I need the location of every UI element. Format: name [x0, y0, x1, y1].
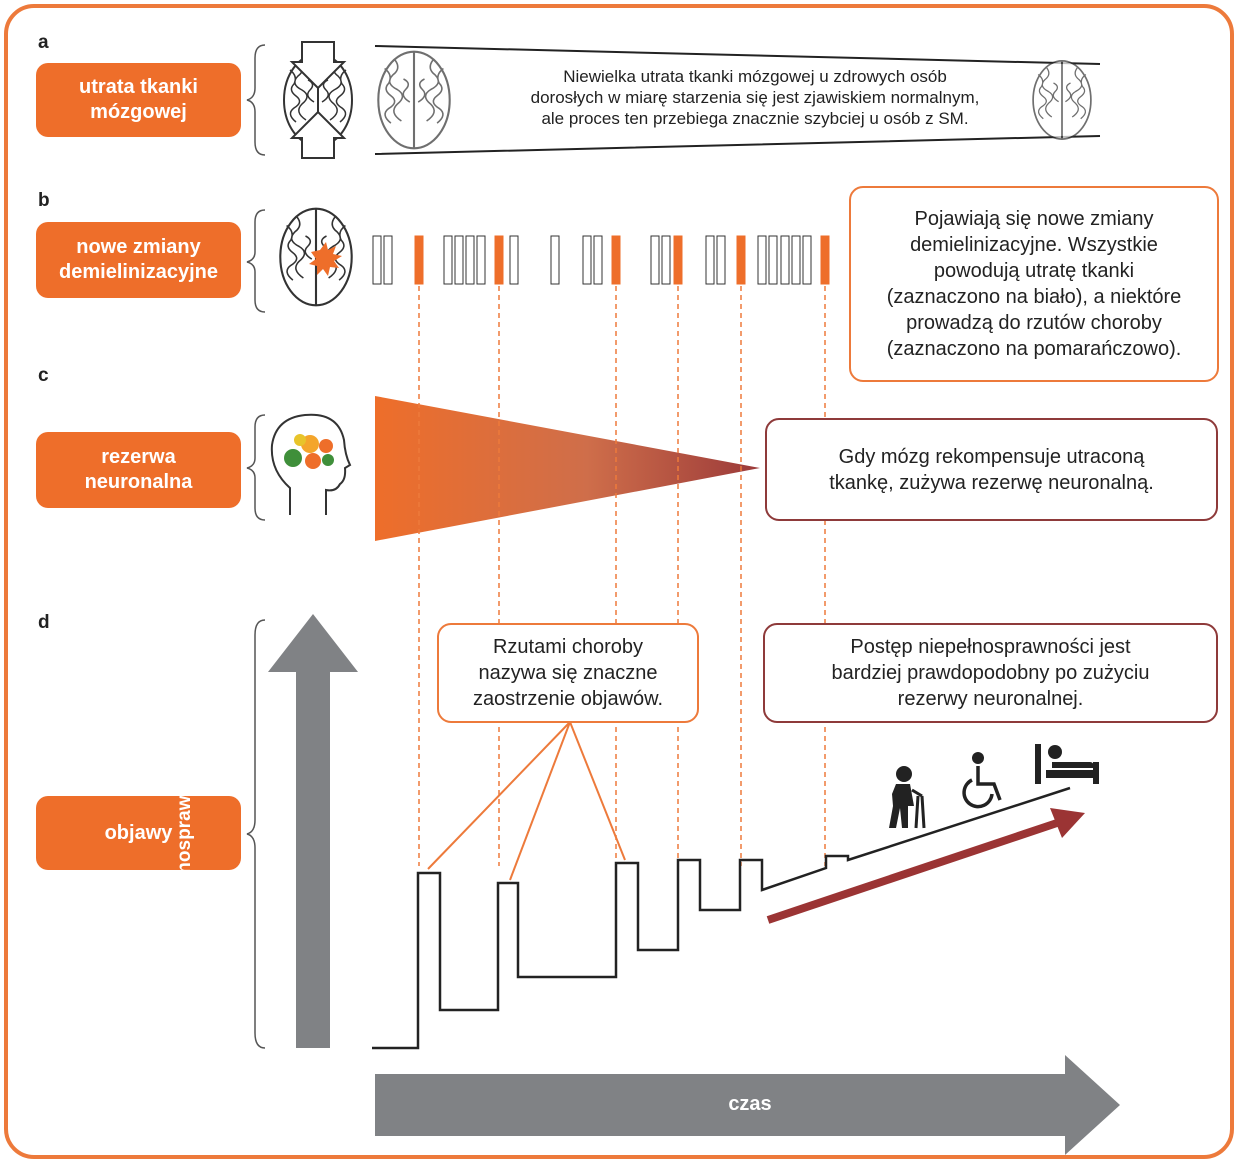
pill-neuronal-reserve: rezerwa neuronalna	[36, 432, 241, 508]
lesion-bar-tissue-loss	[443, 235, 453, 285]
lesion-bar-tissue-loss	[550, 235, 560, 285]
lesion-bar-tissue-loss	[791, 235, 801, 285]
y-axis-arrow	[268, 614, 358, 1048]
section-letter-b: b	[38, 190, 50, 211]
lesion-bar-relapse	[611, 235, 621, 285]
lesion-bar-relapse	[414, 235, 424, 285]
section-letter-a: a	[38, 32, 49, 53]
brace-b	[246, 209, 266, 313]
wheelchair-icon	[962, 752, 1002, 809]
lesion-bar-tissue-loss	[582, 235, 592, 285]
lesion-bar-tissue-loss	[383, 235, 393, 285]
lesion-bar-tissue-loss	[465, 235, 475, 285]
lesion-bar-tissue-loss	[593, 235, 603, 285]
lesion-bar-relapse	[820, 235, 830, 285]
x-axis-arrow	[375, 1055, 1120, 1155]
lesion-bar-tissue-loss	[716, 235, 726, 285]
x-axis-label: czas	[728, 1093, 772, 1115]
callout-reserve: Gdy mózg rekompensuje utraconą tkankę, z…	[765, 418, 1218, 521]
walker-person-icon	[889, 766, 926, 829]
neuronal-reserve-triangle	[375, 396, 760, 541]
lesion-bars	[372, 235, 830, 285]
lesion-bar-tissue-loss	[372, 235, 382, 285]
head-gears-icon	[270, 413, 352, 515]
lesion-bar-tissue-loss	[650, 235, 660, 285]
lesion-bar-tissue-loss	[705, 235, 715, 285]
brace-d	[246, 619, 266, 1049]
pill-symptoms: objawy	[36, 796, 241, 870]
brain-shrink-icon	[283, 41, 353, 159]
section-letter-d: d	[38, 612, 50, 633]
lesion-bar-tissue-loss	[802, 235, 812, 285]
lesion-bar-tissue-loss	[454, 235, 464, 285]
lesion-bar-tissue-loss	[768, 235, 778, 285]
relapse-leaders	[427, 721, 626, 881]
y-axis-label: wzrost niepełnosprawności	[174, 745, 195, 995]
pill-new-lesions: nowe zmiany demielinizacyjne	[36, 222, 241, 298]
disability-line	[372, 786, 1071, 1050]
lesion-bar-relapse	[494, 235, 504, 285]
callout-progression: Postęp niepełnosprawności jest bardziej …	[763, 623, 1218, 723]
lesion-bar-tissue-loss	[661, 235, 671, 285]
brain-large-icon	[377, 50, 451, 150]
progression-arrow	[766, 808, 1085, 924]
lesion-bar-tissue-loss	[476, 235, 486, 285]
lesion-bar-relapse	[736, 235, 746, 285]
lesion-bar-tissue-loss	[780, 235, 790, 285]
bed-icon	[1035, 744, 1099, 784]
relapse-guides	[418, 286, 826, 866]
lesion-bar-tissue-loss	[757, 235, 767, 285]
callout-lesions: Pojawiają się nowe zmiany demielinizacyj…	[849, 186, 1219, 382]
callout-relapses: Rzutami choroby nazywa się znaczne zaost…	[437, 623, 699, 723]
lesion-bar-relapse	[673, 235, 683, 285]
pill-brain-tissue-loss: utrata tkanki mózgowej	[36, 63, 241, 137]
brace-c	[246, 414, 266, 521]
section-letter-c: c	[38, 365, 49, 386]
lesion-bar-tissue-loss	[509, 235, 519, 285]
brace-a	[246, 44, 266, 156]
brain-loss-description: Niewielka utrata tkanki mózgowej u zdrow…	[530, 67, 980, 128]
diagram-frame	[4, 4, 1234, 1159]
brain-lesion-icon	[279, 207, 353, 307]
shrinking-banner	[374, 45, 1101, 155]
